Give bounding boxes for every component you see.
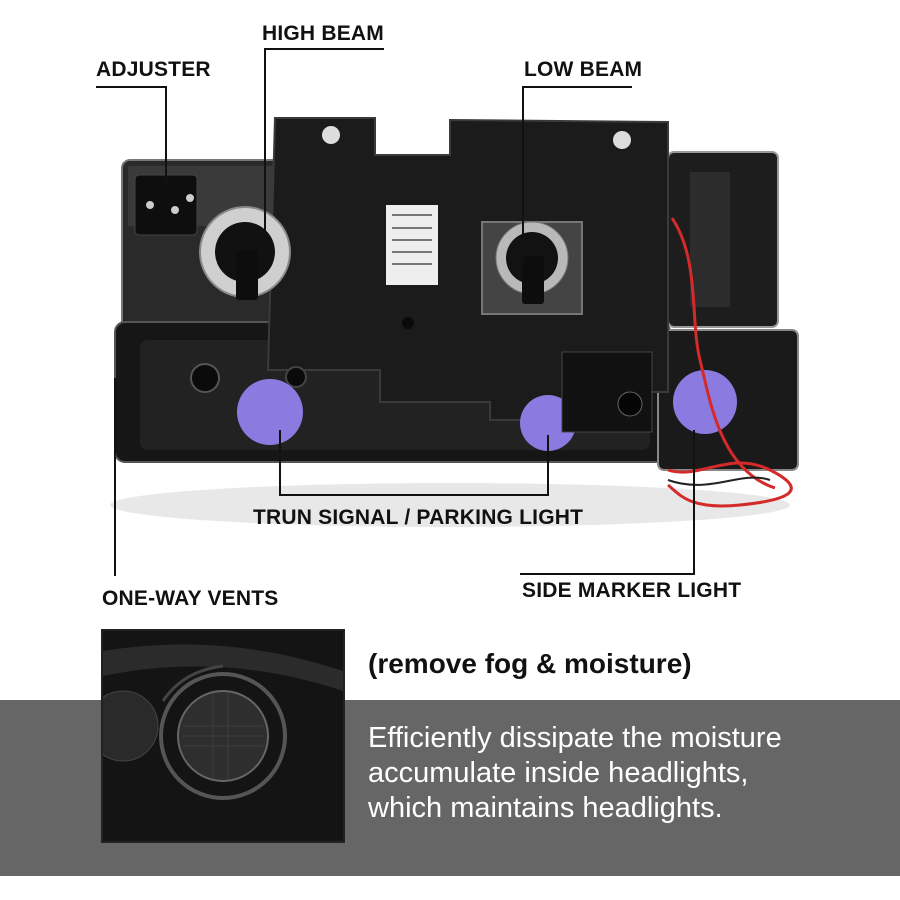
feature-line-1: Efficiently dissipate the moisture xyxy=(368,722,782,754)
headlight-assembly-image xyxy=(110,117,799,527)
side-marker-leader xyxy=(520,573,695,575)
one-way-vents-label: ONE-WAY VENTS xyxy=(102,587,279,610)
vent-closeup-illustration xyxy=(103,631,343,841)
side-marker-leader-vertical xyxy=(693,430,695,574)
high-beam-leader-vertical xyxy=(264,48,266,258)
high-beam-leader xyxy=(264,48,384,50)
turn-signal-leader-bottom xyxy=(279,494,549,496)
vents-leader xyxy=(114,378,116,576)
side-marker-label: SIDE MARKER LIGHT xyxy=(522,579,742,602)
feature-line-2: accumulate inside headlights, xyxy=(368,757,749,789)
feature-line-3: which maintains headlights. xyxy=(368,792,723,824)
vent-closeup-image xyxy=(101,629,345,843)
high-beam-label: HIGH BEAM xyxy=(262,22,384,45)
turn-signal-label: TRUN SIGNAL / PARKING LIGHT xyxy=(253,506,584,529)
low-beam-label: LOW BEAM xyxy=(524,58,643,81)
feature-heading: (remove fog & moisture) xyxy=(368,648,692,679)
adjuster-leader xyxy=(96,86,166,88)
adjuster-label: ADJUSTER xyxy=(96,58,211,81)
low-beam-leader xyxy=(522,86,632,88)
turn-signal-leader-left xyxy=(279,430,281,495)
low-beam-leader-vertical xyxy=(522,86,524,266)
turn-signal-leader-right xyxy=(547,435,549,495)
adjuster-leader-vertical xyxy=(165,86,167,186)
